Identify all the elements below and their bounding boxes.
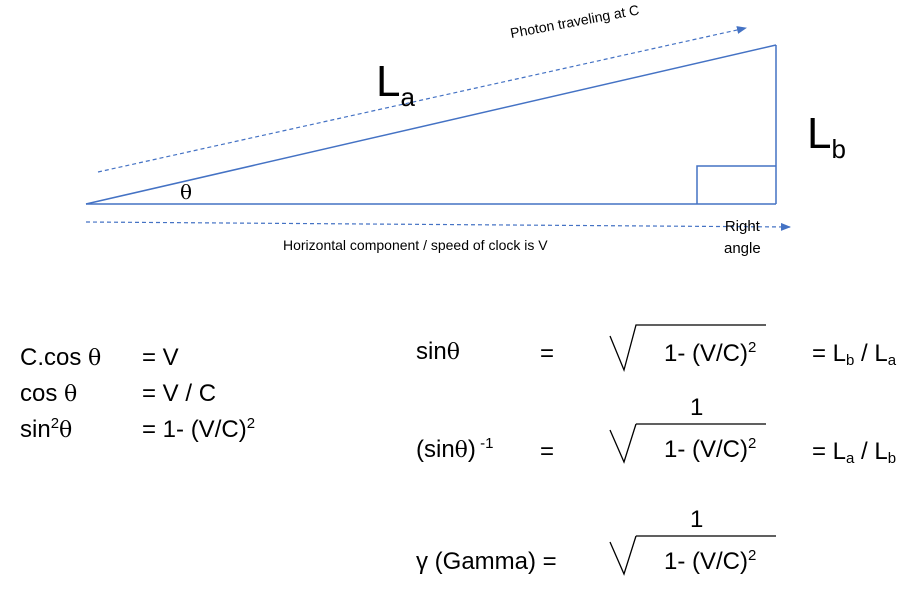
inv-radicand-text: 1- (V/C) [664,436,748,463]
gamma-radicand-sup: 2 [748,547,757,564]
horizontal-component-label: Horizontal component / speed of clock is… [283,237,548,253]
sin-result-sub1: b [846,352,855,369]
sin-radicand-sup: 2 [748,339,757,356]
right-angle-label-line1: Right [724,218,760,235]
inv-sin-lhs: (sinθ) -1 [416,436,493,465]
sin-result: = Lb / La [812,340,896,368]
inv-lhs-sup: -1 [475,435,494,452]
sin-theta-lhs: sinθ [416,338,460,367]
gamma-numerator: 1 [690,506,704,533]
hypotenuse-label: La [376,57,415,111]
sqrt-symbol-gamma [609,535,637,576]
vertical-letter: L [807,109,832,158]
sin-equals: = [540,340,555,367]
sin-radicand-text: 1- (V/C) [664,340,748,367]
inv-lhs-theta: θ [454,438,468,463]
equation-cos: cos θ [20,380,77,409]
right-angle-label-line2: angle [724,240,761,257]
hypotenuse-subscript: a [400,82,415,112]
sin-radicand: 1- (V/C)2 [664,340,756,368]
eq2-rhs: = V / C [142,380,217,407]
eq1-rhs: = V [142,344,179,371]
inv-result: = La / Lb [812,438,896,466]
eq1-theta: θ [88,346,102,371]
sin-result-prefix: = L [812,340,847,367]
inv-result-prefix: = L [812,438,847,465]
right-angle-marker [696,165,776,204]
sin-result-sub2: a [887,352,897,369]
inv-result-mid: / L [854,438,888,465]
gamma-lhs: γ (Gamma) = [416,548,557,575]
eq3-rhs-sup: 2 [246,415,256,432]
vertical-side-label: Lb [807,109,846,163]
angle-theta-label: θ [180,180,193,204]
hypotenuse-line [85,44,777,205]
right-angle-label: Right angle [724,216,761,260]
inv-result-sub2: b [887,450,897,467]
sqrt-symbol-inv [609,423,637,464]
horizontal-arrow [85,221,791,231]
equation-ccos: C.cos θ [20,344,101,373]
gamma-radicand-text: 1- (V/C) [664,548,748,575]
inv-lhs-open: (sin [416,436,455,463]
eq2-lhs: cos [20,380,65,407]
eq3-lhs: sin [20,416,51,443]
inv-numerator: 1 [690,394,704,421]
eq1-lhs: C.cos [20,344,89,371]
inv-radicand: 1- (V/C)2 [664,436,756,464]
vertical-subscript: b [831,134,846,164]
equation-sin-squared: sin2θ [20,416,72,445]
eq3-rhs: = 1- (V/C)2 [142,416,255,444]
photon-arrow [97,26,747,173]
inv-radicand-sup: 2 [748,435,757,452]
sin-result-mid: / L [854,340,888,367]
sqrt-symbol-sin [609,324,766,373]
gamma-radicand: 1- (V/C)2 [664,548,756,576]
sin-lhs-text: sin [416,338,447,365]
sin-lhs-theta: θ [446,340,460,365]
inv-result-sub1: a [846,450,855,467]
eq2-theta: θ [64,382,78,407]
eq3-theta: θ [59,418,73,443]
hypotenuse-letter: L [376,57,401,106]
inv-equals: = [540,438,555,465]
eq3-sup: 2 [50,415,60,432]
inv-lhs-close: ) [467,436,476,463]
eq3-rhs-text: = 1- (V/C) [142,416,247,443]
